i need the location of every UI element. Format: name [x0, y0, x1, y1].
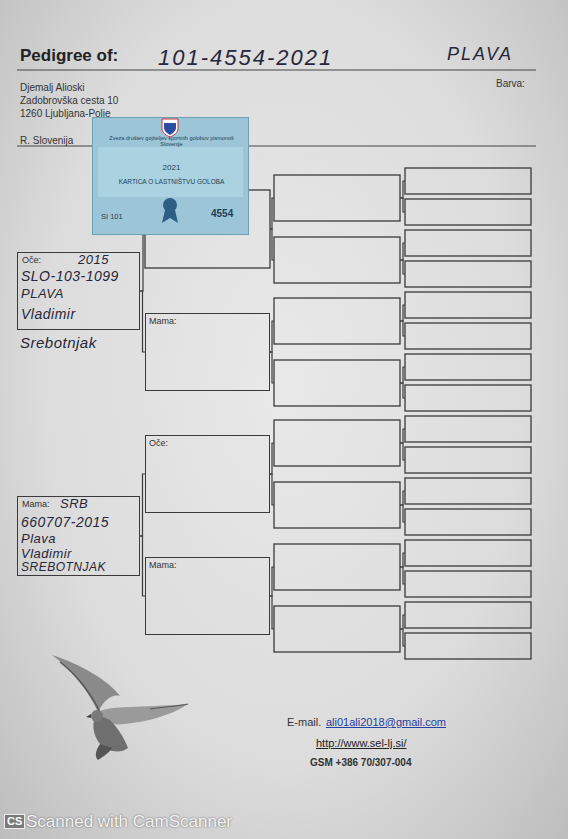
field-label: Oče:: [149, 439, 168, 449]
bracket-line: [400, 443, 405, 460]
empty-box: [274, 482, 400, 528]
color-value: PLAVA: [447, 44, 513, 65]
handwritten-text: Vladimir: [21, 307, 76, 322]
empty-box: [405, 633, 531, 659]
grandfather-box: Oče:: [145, 435, 270, 513]
handwritten-text: Plava: [21, 532, 56, 546]
ring-number: 101-4554-2021: [158, 45, 333, 70]
empty-box: [274, 237, 400, 283]
handwritten-text: SLO-103-1099: [21, 269, 119, 284]
handwritten-text: Vladimir: [21, 547, 72, 561]
bracket-line: [270, 198, 274, 229]
field-label: Mama:: [22, 500, 50, 510]
owner-address: Zadobrovška cesta 10: [20, 95, 118, 107]
bracket-line: [400, 567, 405, 584]
mother-box: Mama: SRB 660707-2015PlavaVladimirSREBOTNJ…: [17, 496, 140, 576]
card-text: 4554: [211, 208, 233, 219]
empty-box: [274, 420, 400, 466]
email-link: ali01ali2018@gmail.com: [326, 716, 446, 729]
handwritten-text: SRB: [60, 497, 88, 511]
card-text: SI 101: [101, 213, 123, 221]
card-text: 2021: [93, 164, 250, 173]
coat-of-arms: [162, 119, 178, 137]
bracket-line: [270, 352, 274, 383]
bracket-line: [400, 198, 405, 212]
email-label: E-mail.: [287, 716, 321, 729]
watermark-logo: CS: [4, 814, 25, 829]
bracket-line: [400, 629, 405, 646]
bracket-line: [400, 615, 405, 629]
empty-box: [405, 509, 531, 535]
empty-box: [274, 360, 400, 406]
bracket-line: [400, 553, 405, 567]
bracket-line: [400, 321, 405, 336]
handwritten-text: 660707-2015: [21, 515, 109, 530]
bracket-line: [140, 229, 145, 291]
bracket-line: [270, 321, 274, 352]
web-link: http://www.sel-lj.si/: [316, 737, 406, 750]
handwritten-text: PLAVA: [21, 287, 64, 301]
field-label: Mama:: [149, 561, 177, 571]
bracket-line: [400, 429, 405, 443]
phone-number: GSM +386 70/307-004: [310, 757, 411, 769]
handwritten-text: 2015: [78, 253, 109, 267]
empty-box: [274, 298, 400, 344]
ribbon-icon: [162, 210, 178, 223]
bracket-line: [270, 443, 274, 474]
bracket-line: [270, 567, 274, 596]
coat-of-arms: [164, 123, 176, 135]
empty-box: [405, 261, 531, 287]
empty-box: [405, 323, 531, 349]
empty-box: [405, 540, 531, 566]
pigeon-illustration: [52, 655, 188, 760]
bracket-line: [400, 383, 405, 398]
bracket-line: [270, 229, 274, 260]
empty-box: [405, 416, 531, 442]
bracket-line: [400, 260, 405, 274]
card-text: Zveza društev gojiteljev športnih golobo…: [98, 135, 245, 147]
country: R. Slovenija: [20, 135, 73, 147]
bracket-line: [400, 491, 405, 505]
bracket-line: [270, 596, 274, 629]
empty-box: [405, 478, 531, 504]
empty-box: [405, 602, 531, 628]
bracket-line: [400, 243, 405, 260]
grandmother-box: Mama:: [145, 557, 270, 635]
ownership-card: Zveza društev gojiteljev športnih golobo…: [92, 117, 249, 235]
field-label: Barva:: [496, 78, 525, 90]
bracket-line: [270, 474, 274, 505]
empty-box: [405, 447, 531, 473]
bracket-line: [400, 505, 405, 522]
empty-box: [274, 544, 400, 590]
handwritten-text: Srebotnjak: [20, 335, 97, 352]
field-label: Mama:: [149, 317, 177, 327]
ribbon-icon: [163, 198, 177, 212]
empty-box: [405, 385, 531, 411]
empty-box: [274, 175, 400, 221]
handwritten-text: SREBOTNJAK: [21, 561, 106, 574]
empty-box: [405, 230, 531, 256]
card-text: KARTICA O LASTNIŠTVU GOLOBA: [93, 178, 250, 185]
owner-name: Djemalj Alioski: [20, 82, 84, 94]
form-title: Pedigree of:: [20, 46, 118, 66]
father-box: Oče:2015SLO-103-1099PLAVAVladimirSrebotn…: [17, 252, 140, 330]
empty-box: [405, 199, 531, 225]
bracket-line: [400, 181, 405, 198]
empty-box: [405, 292, 531, 318]
field-label: Oče:: [22, 256, 41, 266]
bracket-line: [400, 367, 405, 383]
empty-box: [405, 168, 531, 194]
grandmother-box: Mama:: [145, 313, 270, 391]
empty-box: [405, 354, 531, 380]
empty-box: [405, 571, 531, 597]
bracket-line: [400, 305, 405, 321]
watermark: Scanned with CamScanner: [26, 812, 232, 832]
empty-box: [274, 606, 400, 652]
